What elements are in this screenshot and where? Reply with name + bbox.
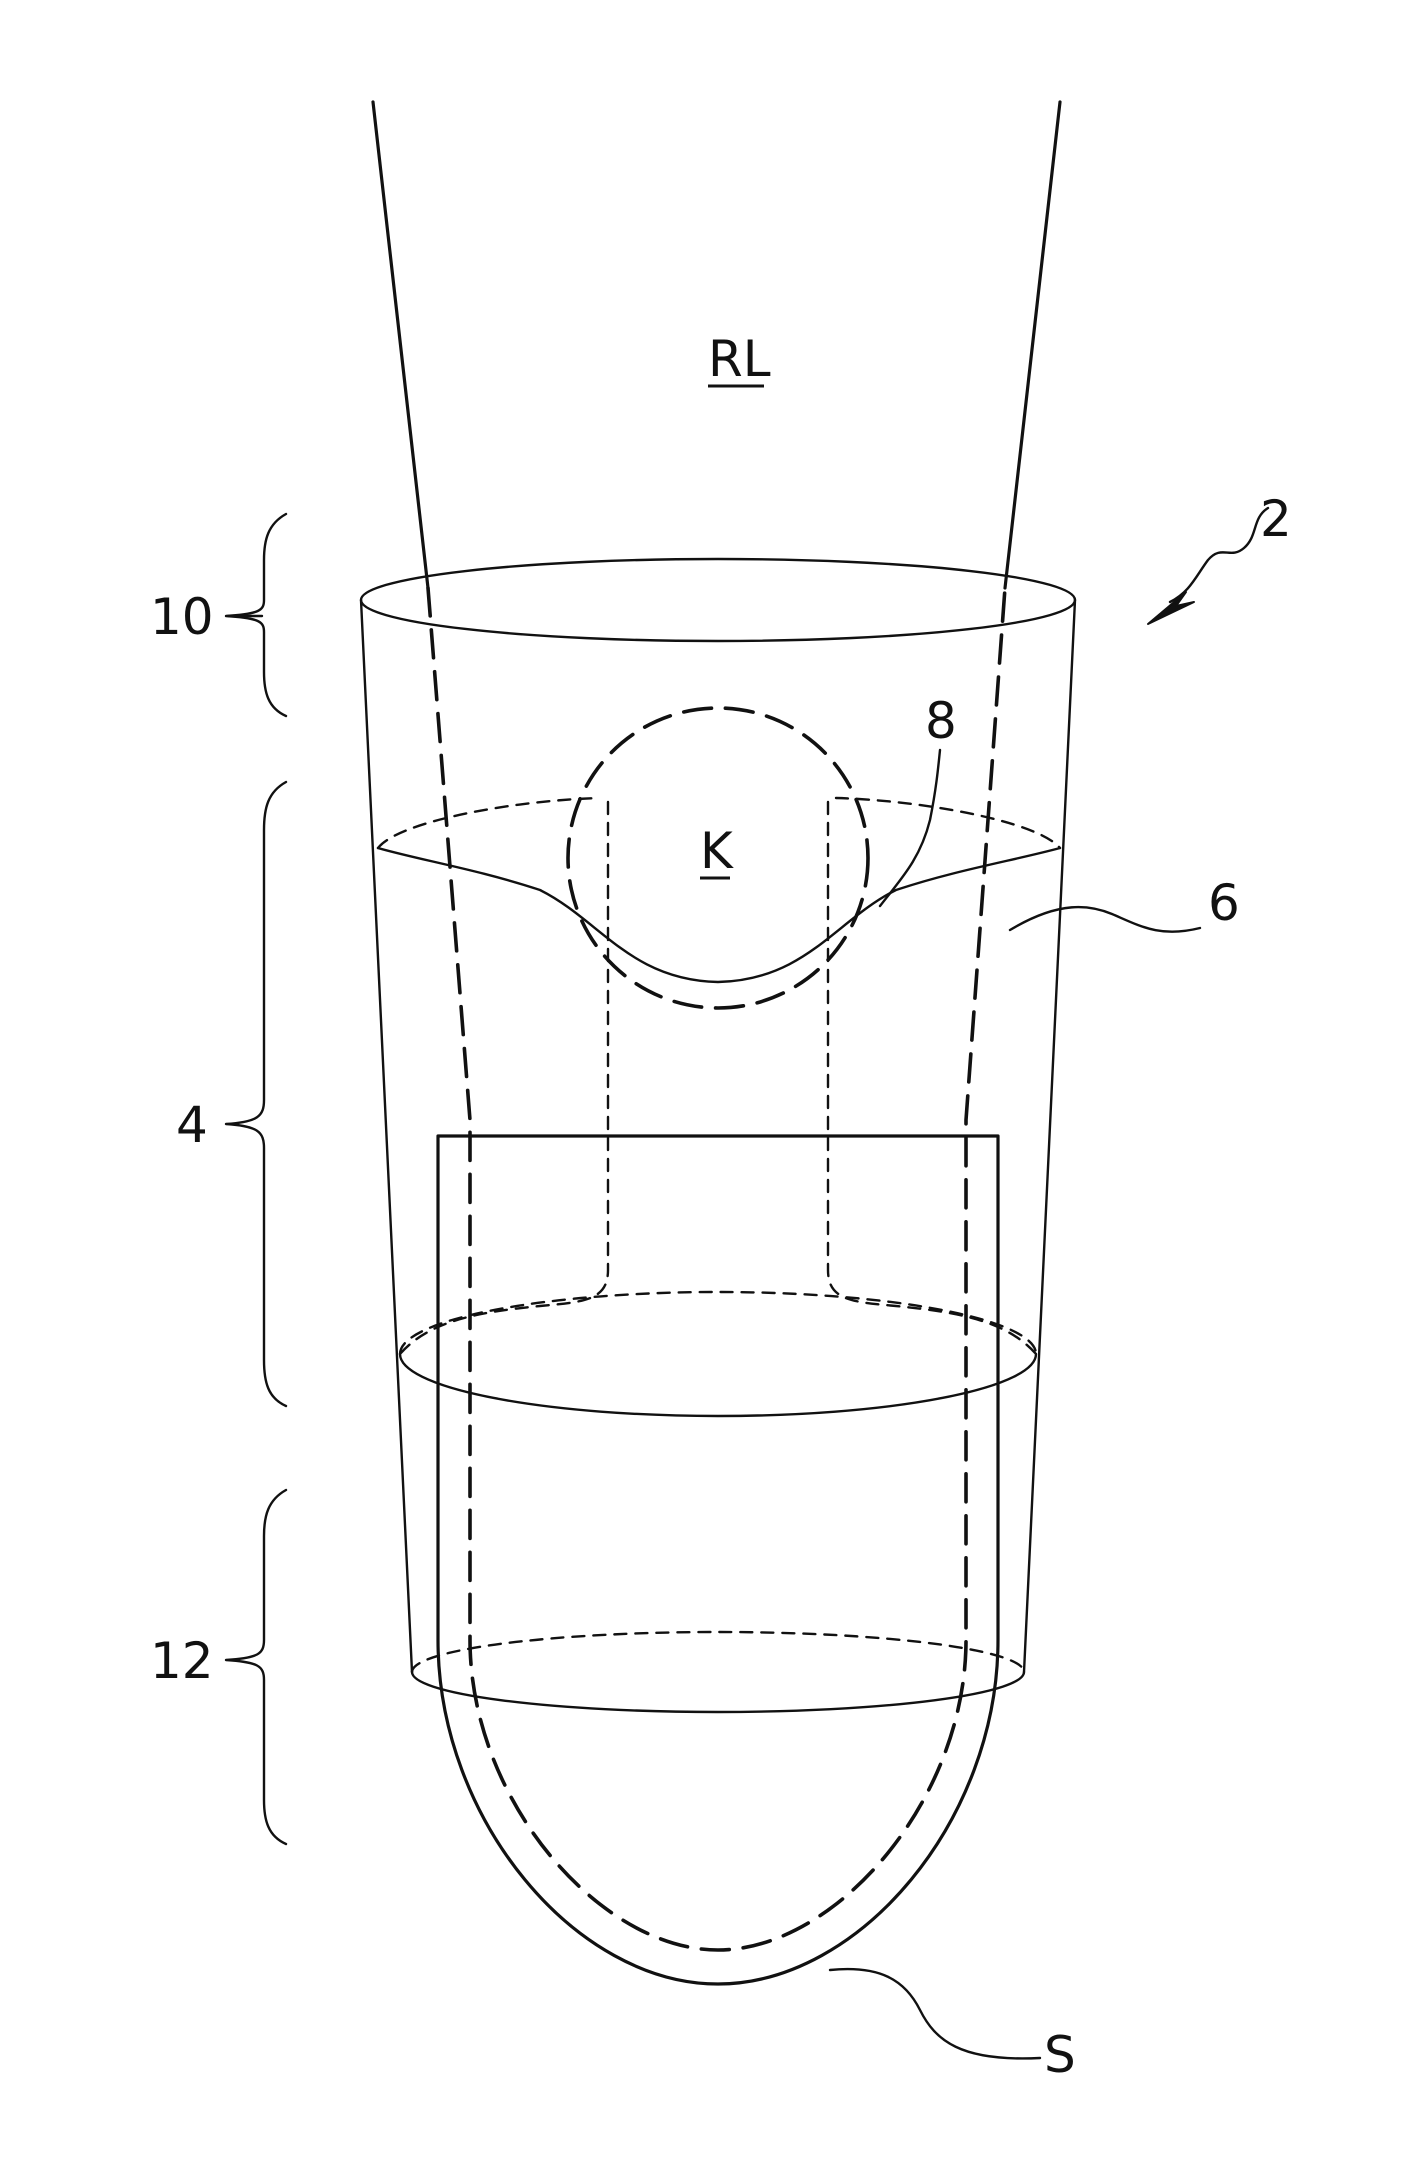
label-10: 10 bbox=[150, 588, 214, 646]
label-k: K bbox=[700, 822, 734, 880]
label-6: 6 bbox=[1208, 874, 1240, 932]
socket-bottom-rim bbox=[412, 1672, 1024, 1712]
socket-top-rim bbox=[361, 559, 1075, 641]
label-12: 12 bbox=[150, 1632, 214, 1690]
leader-S bbox=[830, 1969, 1040, 2058]
leader-8 bbox=[880, 750, 940, 906]
label-rl: RL bbox=[708, 330, 771, 388]
label-4: 4 bbox=[176, 1096, 208, 1154]
bracket-12 bbox=[226, 1490, 286, 1844]
label-8: 8 bbox=[925, 692, 957, 750]
arrow-2 bbox=[1148, 508, 1268, 624]
leader-6 bbox=[1010, 907, 1200, 932]
bracket-4 bbox=[226, 782, 286, 1406]
label-2: 2 bbox=[1260, 490, 1292, 548]
bracket-10 bbox=[226, 514, 286, 716]
stump-liner bbox=[438, 1136, 998, 1984]
label-s: S bbox=[1044, 2026, 1076, 2084]
